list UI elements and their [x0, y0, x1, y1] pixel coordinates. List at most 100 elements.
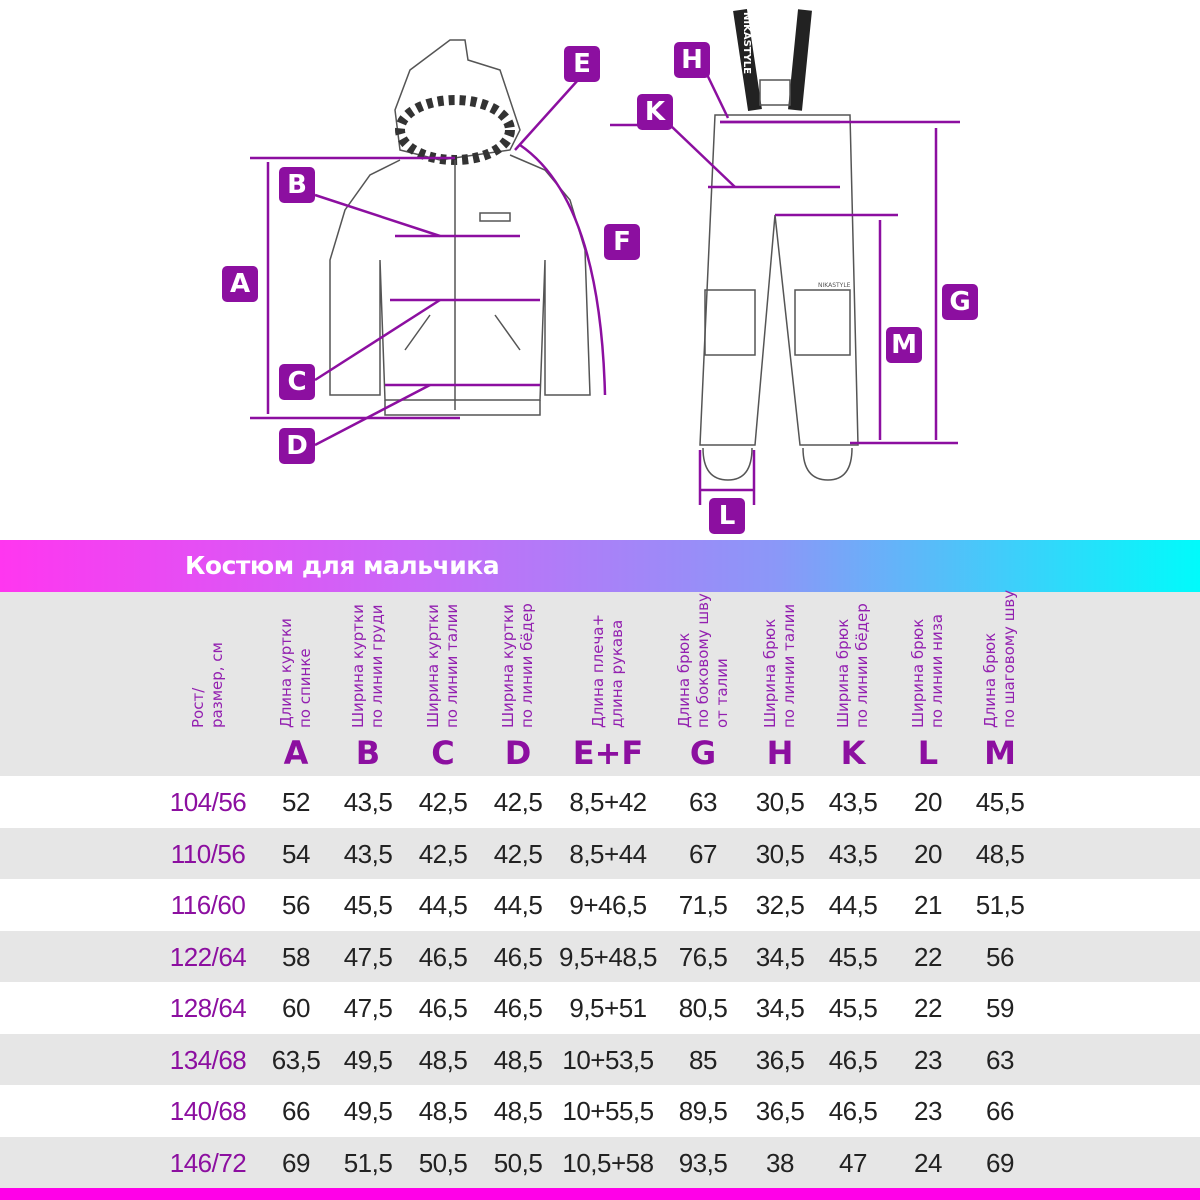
label-b: B [279, 167, 315, 203]
size-cell: 128/64 [169, 993, 247, 1023]
value-cell: 23 [914, 1096, 942, 1126]
value-cell: 45,5 [828, 941, 878, 972]
column-header-1: Длина куртки по спинке [277, 618, 314, 728]
value-cell: 34,5 [755, 941, 805, 972]
value-cell: 59 [986, 993, 1014, 1023]
value-cell: 38 [766, 1147, 794, 1178]
value-cell: 10,5+58 [562, 1147, 654, 1178]
label-h: H [674, 42, 710, 78]
column-letter-4: D [504, 734, 532, 772]
value-cell: 10+53,5 [562, 1044, 654, 1075]
value-cell: 9+46,5 [569, 890, 647, 920]
column-header-3: Ширина куртки по линии талии [424, 603, 461, 728]
value-cell: 51,5 [975, 890, 1025, 920]
column-header-4: Ширина куртки по линии бёдер [499, 603, 536, 728]
column-letter-1: A [283, 734, 309, 772]
value-cell: 8,5+44 [569, 838, 647, 869]
value-cell: 56 [282, 890, 310, 920]
value-cell: 46,5 [418, 993, 468, 1023]
value-cell: 46,5 [828, 1044, 878, 1075]
value-cell: 47,5 [343, 993, 393, 1023]
size-cell: 146/72 [169, 1147, 247, 1178]
value-cell: 8,5+42 [569, 787, 647, 817]
value-cell: 66 [282, 1096, 310, 1126]
title-banner: Костюм для мальчика [0, 540, 1200, 592]
value-cell: 42,5 [418, 838, 468, 869]
column-header-6: Длина брюк по боковому шву от талии [674, 593, 731, 728]
value-cell: 50,5 [418, 1147, 468, 1178]
value-cell: 44,5 [493, 890, 543, 920]
column-letter-10: M [984, 734, 1016, 772]
value-cell: 43,5 [343, 838, 393, 869]
label-e: E [564, 46, 600, 82]
size-cell: 104/56 [169, 787, 247, 817]
column-header-10: Длина брюк по шаговому шву [981, 589, 1018, 728]
value-cell: 21 [914, 890, 942, 920]
value-cell: 69 [986, 1147, 1014, 1178]
value-cell: 52 [282, 787, 310, 817]
value-cell: 32,5 [755, 890, 805, 920]
label-l: L [709, 498, 745, 534]
value-cell: 58 [282, 941, 310, 972]
value-cell: 20 [914, 838, 942, 869]
value-cell: 45,5 [975, 787, 1025, 817]
value-cell: 63 [986, 1044, 1014, 1075]
column-letter-7: H [766, 734, 794, 772]
pants-brand-text: NIKASTYLE [818, 282, 851, 289]
label-c: C [279, 364, 315, 400]
label-m: M [886, 327, 922, 363]
value-cell: 36,5 [755, 1096, 805, 1126]
strap-text: NIKASTYLE [741, 12, 752, 75]
value-cell: 48,5 [493, 1044, 543, 1075]
value-cell: 45,5 [828, 993, 878, 1023]
value-cell: 24 [914, 1147, 942, 1178]
value-cell: 23 [914, 1044, 942, 1075]
value-cell: 30,5 [755, 838, 805, 869]
value-cell: 49,5 [343, 1096, 393, 1126]
value-cell: 63,5 [271, 1044, 321, 1075]
value-cell: 42,5 [493, 838, 543, 869]
size-diagram: A B C D E F H K G M L NIKASTYLE NIKASTYL… [0, 0, 1200, 540]
value-cell: 45,5 [343, 890, 393, 920]
label-d: D [279, 428, 315, 464]
column-header-0: Рост/ размер, см [189, 642, 226, 728]
value-cell: 9,5+51 [569, 993, 647, 1023]
value-cell: 48,5 [418, 1096, 468, 1126]
value-cell: 49,5 [343, 1044, 393, 1075]
value-cell: 51,5 [343, 1147, 393, 1178]
garment-illustration [250, 8, 960, 505]
table-title: Костюм для мальчика [185, 551, 500, 580]
value-cell: 50,5 [493, 1147, 543, 1178]
value-cell: 89,5 [678, 1096, 728, 1126]
value-cell: 44,5 [418, 890, 468, 920]
value-cell: 22 [914, 993, 942, 1023]
value-cell: 43,5 [828, 838, 878, 869]
column-header-2: Ширина куртки по линии груди [349, 604, 386, 728]
label-f: F [604, 224, 640, 260]
size-cell: 134/68 [169, 1044, 247, 1075]
value-cell: 43,5 [828, 787, 878, 817]
label-g: G [942, 284, 978, 320]
column-letter-6: G [689, 734, 717, 772]
size-cell: 110/56 [170, 838, 246, 869]
value-cell: 30,5 [755, 787, 805, 817]
column-header-8: Ширина брюк по линии бёдер [834, 603, 871, 728]
value-cell: 46,5 [493, 941, 543, 972]
value-cell: 66 [986, 1096, 1014, 1126]
size-cell: 122/64 [169, 941, 247, 972]
pants-drawing [699, 8, 859, 481]
value-cell: 42,5 [418, 787, 468, 817]
value-cell: 60 [282, 993, 310, 1023]
column-header-7: Ширина брюк по линии талии [761, 603, 798, 728]
value-cell: 43,5 [343, 787, 393, 817]
column-header-5: Длина плеча+ длина рукава [589, 613, 626, 728]
value-cell: 10+55,5 [562, 1096, 654, 1126]
value-cell: 46,5 [828, 1096, 878, 1126]
